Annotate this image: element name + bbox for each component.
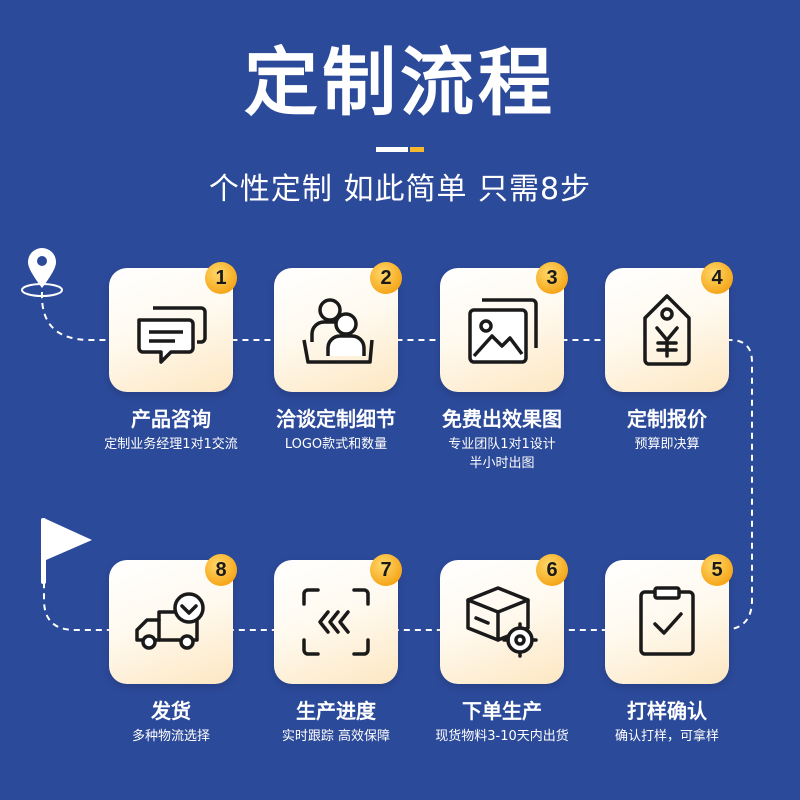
step-badge-1: 1 (205, 262, 237, 294)
step-title-7: 生产进度 (296, 699, 376, 723)
title-underline (376, 147, 424, 152)
step-desc-3b: 半小时出图 (469, 456, 535, 471)
step-title-6: 下单生产 (462, 699, 542, 723)
step-desc-2: LOGO款式和数量 (284, 437, 388, 452)
step-desc-3a: 专业团队1对1设计 (448, 437, 556, 452)
page-title: 定制流程 (244, 40, 556, 126)
clipboard-check-icon (639, 586, 695, 656)
image-gallery-icon (468, 298, 538, 364)
people-icon (302, 298, 374, 364)
step-badge-4: 4 (701, 262, 733, 294)
progress-scan-icon (302, 588, 370, 656)
step-title-4: 定制报价 (627, 407, 707, 431)
page-subtitle: 个性定制 如此简单 只需8步 (208, 172, 592, 207)
step-badge-5: 5 (701, 554, 733, 586)
step-desc-6: 现货物料3-10天内出货 (435, 729, 569, 744)
delivery-truck-icon (135, 592, 205, 650)
step-badge-3: 3 (536, 262, 568, 294)
step-badge-7: 7 (370, 554, 402, 586)
step-desc-5: 确认打样，可拿样 (614, 729, 719, 744)
step-desc-7: 实时跟踪 高效保障 (281, 729, 391, 744)
step-card-7 (274, 560, 398, 684)
step-badge-2: 2 (370, 262, 402, 294)
step-title-3: 免费出效果图 (442, 407, 562, 431)
step-title-8: 发货 (151, 699, 191, 723)
step-desc-4: 预算即决算 (634, 437, 700, 452)
step-badge-6: 6 (536, 554, 568, 586)
finish-flag-icon (41, 518, 92, 584)
step-title-5: 打样确认 (627, 699, 707, 723)
price-tag-icon (643, 294, 691, 366)
location-pin-icon (21, 248, 63, 297)
step-badge-8: 8 (205, 554, 237, 586)
step-desc-8: 多种物流选择 (131, 729, 210, 744)
step-title-1: 产品咨询 (131, 407, 211, 431)
step-desc-1: 定制业务经理1对1交流 (104, 437, 238, 452)
step-title-2: 洽谈定制细节 (276, 407, 396, 431)
box-gear-icon (466, 586, 538, 658)
chat-bubbles-icon (137, 306, 207, 364)
